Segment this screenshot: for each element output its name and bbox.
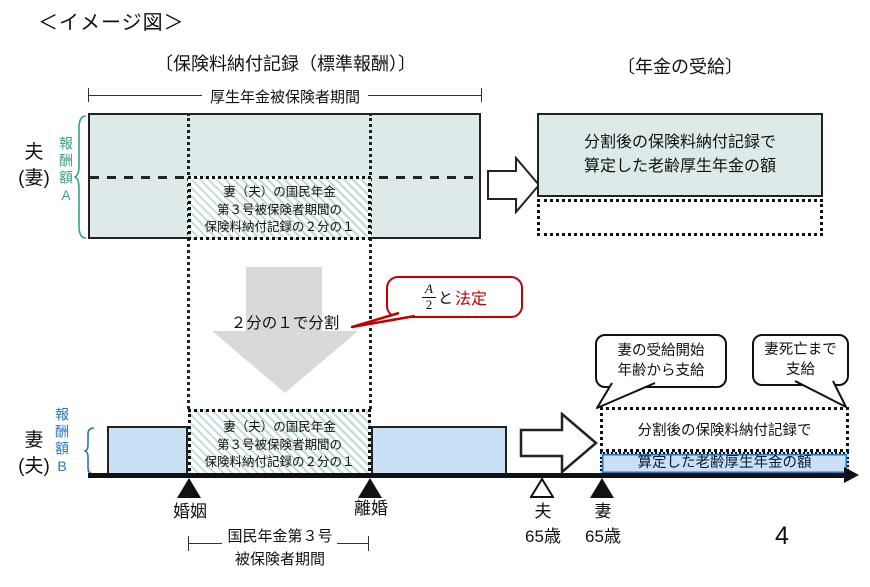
wife-record-box-before-marriage [107, 426, 188, 475]
split-down-arrow-icon [212, 267, 358, 393]
wife-result-line1: 分割後の保険料納付記録で [637, 423, 812, 439]
husband-65-line2: 65歳 [525, 526, 561, 546]
wife-65-label: 妻 65歳 [574, 500, 632, 549]
bottom-bracket-line-left [189, 543, 222, 544]
share-box-line3: 保険料納付記録の２分の１ [204, 220, 355, 234]
wife-65-marker-icon [590, 478, 614, 498]
heading-pension-receipt: 〔年金の受給〕 [617, 57, 743, 77]
wife-65-line2: 65歳 [585, 526, 621, 546]
bottom-bracket-tick-left [188, 536, 189, 551]
split-arrow-label: ２分の１で分割 [230, 315, 340, 332]
wife-share-box-line1: 妻（夫）の国民年金 [223, 420, 336, 434]
heading-premium-record: 〔保険料納付記録（標準報酬）〕 [155, 54, 416, 74]
wife-result-line2: 算定した老齢厚生年金の額 [637, 455, 812, 471]
husband-65-marker-icon [530, 478, 554, 498]
third-insured-period-label: 国民年金第３号 被保険者期間 [200, 526, 360, 571]
right-block-arrow-icon-bottom [519, 412, 598, 474]
payment-start-line1: 妻の受給開始 [617, 342, 705, 359]
top-bracket-tick-left [88, 88, 89, 102]
blue-brace [84, 427, 95, 475]
timeline-axis [88, 473, 846, 478]
share-box-line2: 第３号被保険者期間の [216, 202, 342, 217]
husband-65-line1: 夫 [534, 502, 552, 521]
right-block-arrow-icon [487, 156, 541, 214]
page-number: 4 [775, 522, 789, 550]
page-title: ＜イメージ図＞ [38, 12, 185, 34]
divorce-marker-icon [358, 478, 382, 498]
wife-pension-result-blue-bar: 算定した老齢厚生年金の額 [600, 452, 849, 475]
remuneration-b-label: 報酬額B [54, 407, 70, 477]
wife-record-box-after-divorce [371, 426, 507, 475]
bottom-bracket-line-right [337, 543, 368, 544]
wife-label: 妻 (夫) [4, 428, 64, 479]
remuneration-a-label: 報酬額A [58, 136, 74, 206]
husband-label: 夫 (妻) [4, 140, 64, 191]
wife-share-box-line2: 第３号被保険者期間の [216, 437, 342, 452]
wife-third-insured-share-box: 妻（夫）の国民年金 第３号被保険者期間の 保険料納付記録の２分の１ [188, 409, 371, 476]
fraction-numerator: A [422, 281, 436, 298]
third-insured-period-line2: 被保険者期間 [234, 550, 325, 568]
third-insured-period-line1: 国民年金第３号 [227, 528, 333, 545]
share-box-line1: 妻（夫）の国民年金 [223, 185, 336, 199]
wife-65-line1: 妻 [594, 502, 612, 521]
wife-share-box-line3: 保険料納付記録の２分の１ [204, 455, 355, 469]
payment-end-line2: 支給 [786, 362, 815, 378]
divorce-guide-dotted-line [369, 113, 372, 409]
top-bracket-tick-right [481, 88, 482, 102]
top-bracket-label: 厚生年金被保険者期間 [88, 86, 482, 107]
marriage-label: 婚姻 [173, 502, 207, 521]
husband-deducted-share-box [537, 199, 823, 236]
legal-half-callout: A 2 と 法定 [386, 276, 523, 318]
callout-legal-text: 法定 [454, 291, 487, 308]
payment-start-line2: 年齢から支給 [617, 363, 705, 379]
husband-result-line2: 算定した老齢厚生年金の額 [583, 158, 776, 175]
wife-label-line1: 妻 [24, 430, 44, 451]
callout-connector: と [437, 289, 453, 307]
green-brace [74, 115, 87, 239]
husband-third-insured-share-box: 妻（夫）の国民年金 第３号被保険者期間の 保険料納付記録の２分の１ [188, 176, 371, 240]
husband-result-line1: 分割後の保険料納付記録で [583, 134, 776, 151]
husband-label-line1: 夫 [24, 142, 44, 163]
payment-until-death-bubble: 妻死亡まで 支給 [752, 334, 849, 386]
fraction-denominator: 2 [425, 296, 433, 312]
wife-label-line2: (夫) [18, 455, 50, 477]
husband-label-line2: (妻) [18, 167, 50, 189]
bottom-bracket-tick-right [368, 536, 369, 551]
husband-pension-result-box: 分割後の保険料納付記録で 算定した老齢厚生年金の額 [537, 113, 823, 197]
husband-65-label: 夫 65歳 [514, 500, 572, 549]
divorce-label: 離婚 [354, 499, 388, 518]
wife-pension-result-hatch-box: 分割後の保険料納付記録で [600, 407, 849, 452]
top-bracket-label-text: 厚生年金被保険者期間 [201, 89, 368, 106]
fraction-a-over-2: A 2 [422, 281, 436, 313]
marriage-guide-dotted-line [187, 113, 190, 409]
payment-start-bubble: 妻の受給開始 年齢から支給 [595, 334, 727, 388]
marriage-marker-icon [177, 478, 201, 498]
payment-end-line1: 妻死亡まで [764, 341, 837, 358]
timeline-arrowhead-icon [844, 467, 859, 483]
